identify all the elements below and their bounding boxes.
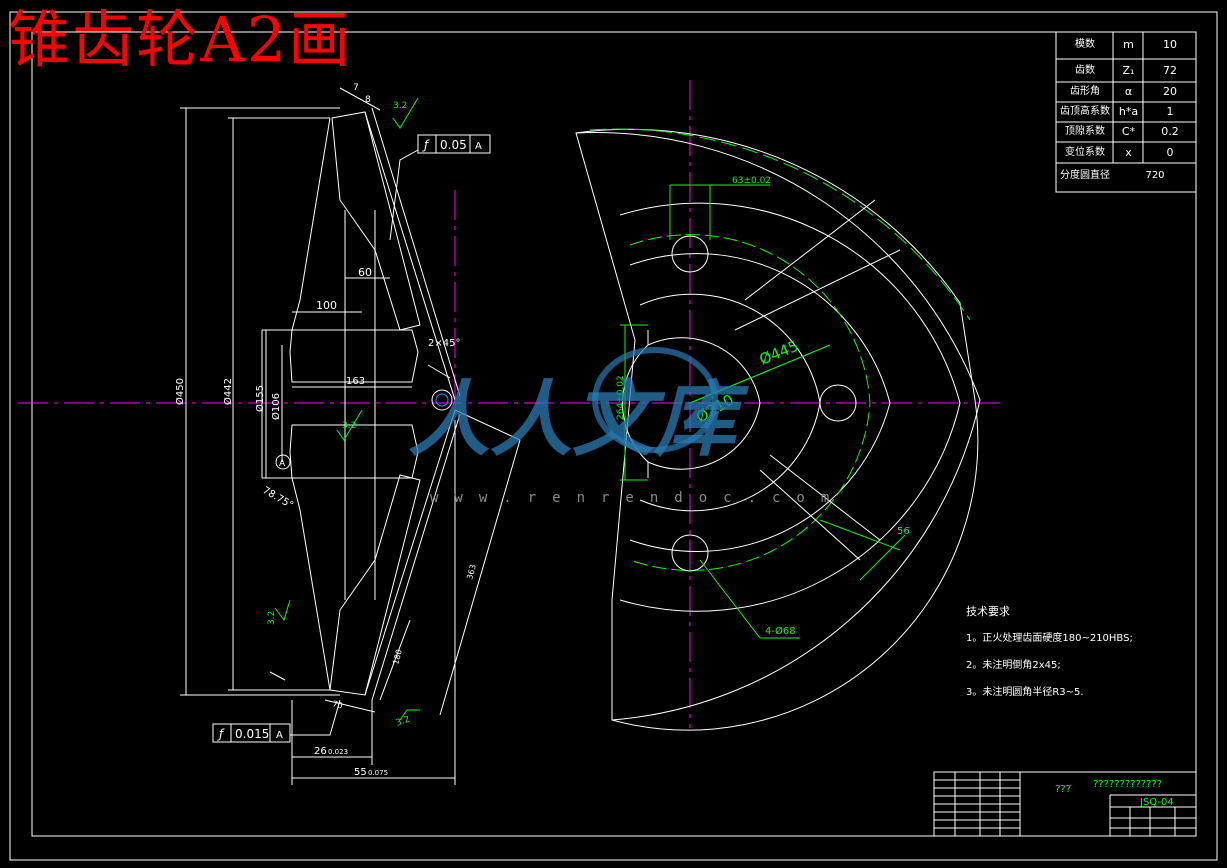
width55-label: 55 [354,767,367,778]
dim-d442-label: Ø442 [222,378,234,405]
width26-label: 26 [314,746,327,757]
params-table [1055,31,1197,193]
dim-d106-label: Ø106 [270,393,282,420]
slot-dim-label: 63±0.02 [732,176,771,186]
roughness-top: 3.2 [393,101,407,111]
chamfer-label: 2×45° [428,338,460,349]
param-value: 720 [1145,170,1165,181]
runout-frame-top: ƒ 0.05 A [417,134,491,154]
dim363-label: 363 [465,563,478,580]
bolt-hole-right [819,384,857,422]
param-symbol: x [1125,146,1132,159]
dim70-label: 70 [331,699,343,710]
param-name: 分度圆直径 [1060,170,1110,181]
tech-requirement-2: 2。未注明倒角2x45; [966,660,1061,671]
param-value: 72 [1163,64,1177,77]
watermark-chars: 人人文库 [408,372,749,468]
watermark-url: www.renrendoc.com [430,490,845,506]
tech-requirements: 技术要求 1。正火处理齿面硬度180~210HBS; 2。未注明倒角2x45; … [966,598,1133,706]
outer-border [9,11,1218,861]
width26-tol: 0.023 [328,748,348,756]
svg-text:ƒ: ƒ [217,727,225,741]
drawing-number: JSQ-04 [1139,797,1174,808]
upper-hub-hatch [289,329,419,383]
param-symbol: α [1124,85,1133,98]
datum-a-label: A [279,459,286,469]
param-name: 齿顶高系数 [1060,106,1110,117]
width55-tol: 0.075 [368,769,388,777]
runout-top-value: 0.05 [440,138,467,152]
dim-100-label: 100 [316,299,337,312]
roughness-bottom: 3.2 [395,715,412,729]
watermark: 人人文库 www.renrendoc.com [408,347,845,506]
holes-label: 4-Ø68 [765,625,796,637]
param-name: 顶隙系数 [1065,126,1105,137]
runout-bottom-value: 0.015 [235,727,269,741]
dim-60-label: 60 [358,266,372,279]
param-name: 齿形角 [1070,86,1100,97]
param-value: 0 [1166,146,1174,159]
param-symbol: C* [1121,125,1136,138]
param-name: 模数 [1075,39,1095,50]
title-block [933,771,1197,837]
tech-requirement-1: 1。正火处理齿面硬度180~210HBS; [966,633,1133,644]
title-block-name: ??? [1055,784,1071,795]
drawing-title: 锥齿轮A2画 [8,3,353,76]
bolt-hole-bottom [671,534,709,572]
dim7-label: 7 [353,83,359,93]
d445-label: Ø445 [757,337,801,369]
param-value: 10 [1163,38,1177,51]
inner-border [31,31,1197,837]
tech-requirements-heading: 技术要求 [966,605,1010,618]
param-symbol: m [1123,38,1134,51]
dim-d155-label: Ø155 [254,385,266,412]
roughness-left: 3.2 [267,611,277,625]
param-symbol: h*a [1118,105,1139,118]
param-symbol: Z₁ [1122,64,1135,77]
param-value: 0.2 [1161,125,1179,138]
angle-label: 78.75° [261,485,296,511]
lower-hub-hatch [289,424,419,479]
section-view [18,87,560,785]
dim-163-label: 163 [346,376,365,387]
title-block-subtitle: ????????????? [1093,779,1162,790]
runout-frame-bottom: ƒ 0.015 A [212,723,291,743]
runout-bottom-datum: A [276,730,283,741]
runout-top-datum: A [475,141,482,152]
dim180-label: 180 [391,648,404,665]
param-value: 20 [1163,85,1177,98]
bolt-hole-top [671,235,709,273]
tech-requirement-3: 3。未注明圆角半径R3~5. [966,687,1084,698]
param-value: 1 [1166,105,1174,118]
keyway-dim-label: 264±0.02 [616,375,626,420]
dim56-label: 56 [897,526,910,537]
dim8-label: 8 [365,95,371,105]
param-name: 齿数 [1075,65,1095,76]
roughness-hub: 3.2 [342,421,356,431]
dim-d450-label: Ø450 [174,378,186,405]
param-name: 变位系数 [1065,147,1105,158]
svg-text:ƒ: ƒ [422,138,430,152]
